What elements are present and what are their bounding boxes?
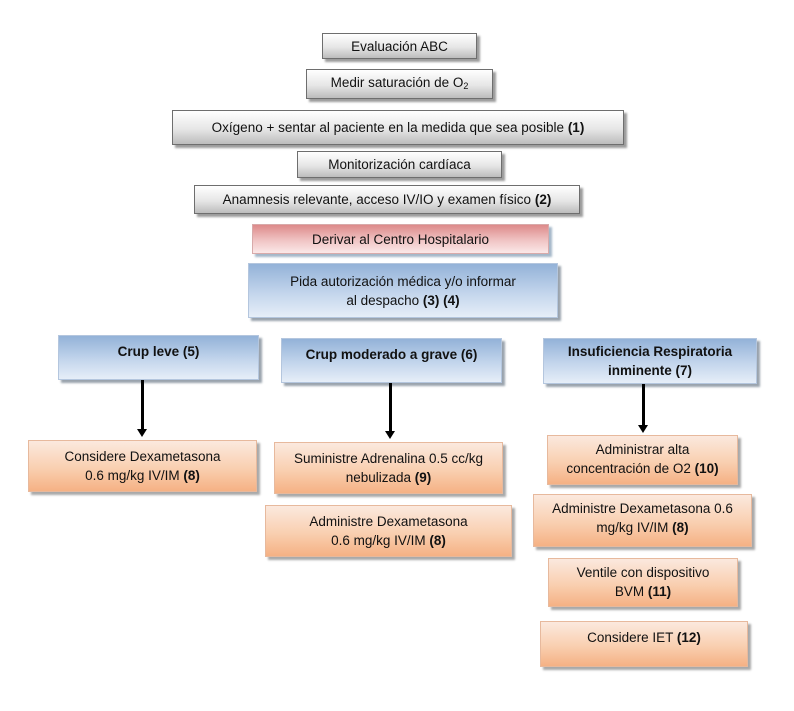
action-text: Administrar alta concentración de O2 (10… — [566, 442, 719, 476]
step-pida-autorizacion: Pida autorización médica y/o informar al… — [248, 263, 558, 318]
reference-number: (11) — [647, 584, 672, 599]
reference-number: (1) — [567, 120, 585, 135]
step-derivar-hospital: Derivar al Centro Hospitalario — [252, 224, 549, 254]
step-anamnesis: Anamnesis relevante, acceso IV/IO y exam… — [194, 185, 580, 214]
arrow-down-crup-leve — [137, 380, 147, 437]
action-administre-dexametasona: Administre Dexametasona 0.6 mg/kg IV/IM … — [265, 505, 512, 557]
action-text: Considere IET (12) — [587, 630, 701, 645]
step-text: Pida autorización médica y/o informar al… — [290, 273, 516, 308]
reference-number: (10) — [694, 461, 719, 476]
action-text: Ventile con dispositivo BVM (11) — [576, 565, 710, 599]
step-text: Evaluación ABC — [351, 38, 448, 54]
action-considere-dexametasona: Considere Dexametasona 0.6 mg/kg IV/IM (… — [28, 440, 257, 492]
step-text: Derivar al Centro Hospitalario — [311, 231, 490, 247]
reference-number: (8) — [672, 520, 689, 535]
action-suministre-adrenalina: Suministre Adrenalina 0.5 cc/kg nebuliza… — [274, 442, 503, 494]
step-text: Oxígeno + sentar al paciente en la medid… — [211, 120, 585, 135]
reference-number: (8) — [429, 533, 446, 548]
step-text: Monitorización cardíaca — [328, 157, 471, 172]
branch-title: Crup leve (5) — [117, 344, 200, 359]
reference-number: (12) — [676, 630, 701, 645]
action-text: Suministre Adrenalina 0.5 cc/kg nebuliza… — [293, 451, 484, 485]
reference-number: (2) — [534, 192, 552, 207]
arrow-down-crup-moderado — [385, 383, 395, 439]
step-medir-saturacion: Medir saturación de O2 — [306, 69, 493, 99]
branch-crup-leve: Crup leve (5) — [58, 335, 259, 380]
branch-title: Crup moderado a grave (6) — [305, 347, 478, 362]
action-text: Administre Dexametasona 0.6 mg/kg IV/IM … — [309, 514, 468, 548]
action-text: Administre Dexametasona 0.6 mg/kg IV/IM … — [552, 501, 733, 535]
action-ventile-bvm: Ventile con dispositivo BVM (11) — [548, 558, 738, 607]
reference-number: (8) — [183, 468, 200, 483]
branch-crup-moderado-grave: Crup moderado a grave (6) — [281, 338, 502, 383]
step-text: Anamnesis relevante, acceso IV/IO y exam… — [222, 192, 552, 207]
step-monitorizacion: Monitorización cardíaca — [297, 151, 502, 178]
reference-number: (9) — [414, 470, 432, 485]
step-evaluacion-abc: Evaluación ABC — [322, 33, 477, 59]
step-text: Medir saturación de O2 — [330, 74, 469, 91]
action-administre-dexametasona: Administre Dexametasona 0.6 mg/kg IV/IM … — [533, 494, 752, 547]
action-administrar-alta-concentracion-o2: Administrar alta concentración de O2 (10… — [547, 435, 738, 485]
action-considere-iet: Considere IET (12) — [540, 621, 748, 667]
branch-title: Insuficiencia Respiratoria inminente (7) — [567, 344, 733, 378]
branch-insuficiencia-respiratoria: Insuficiencia Respiratoria inminente (7) — [543, 338, 757, 384]
arrow-down-insuficiencia — [638, 384, 648, 433]
reference-number: (3) (4) — [422, 292, 460, 308]
step-oxigeno: Oxígeno + sentar al paciente en la medid… — [172, 110, 624, 145]
action-text: Considere Dexametasona 0.6 mg/kg IV/IM (… — [64, 449, 221, 483]
